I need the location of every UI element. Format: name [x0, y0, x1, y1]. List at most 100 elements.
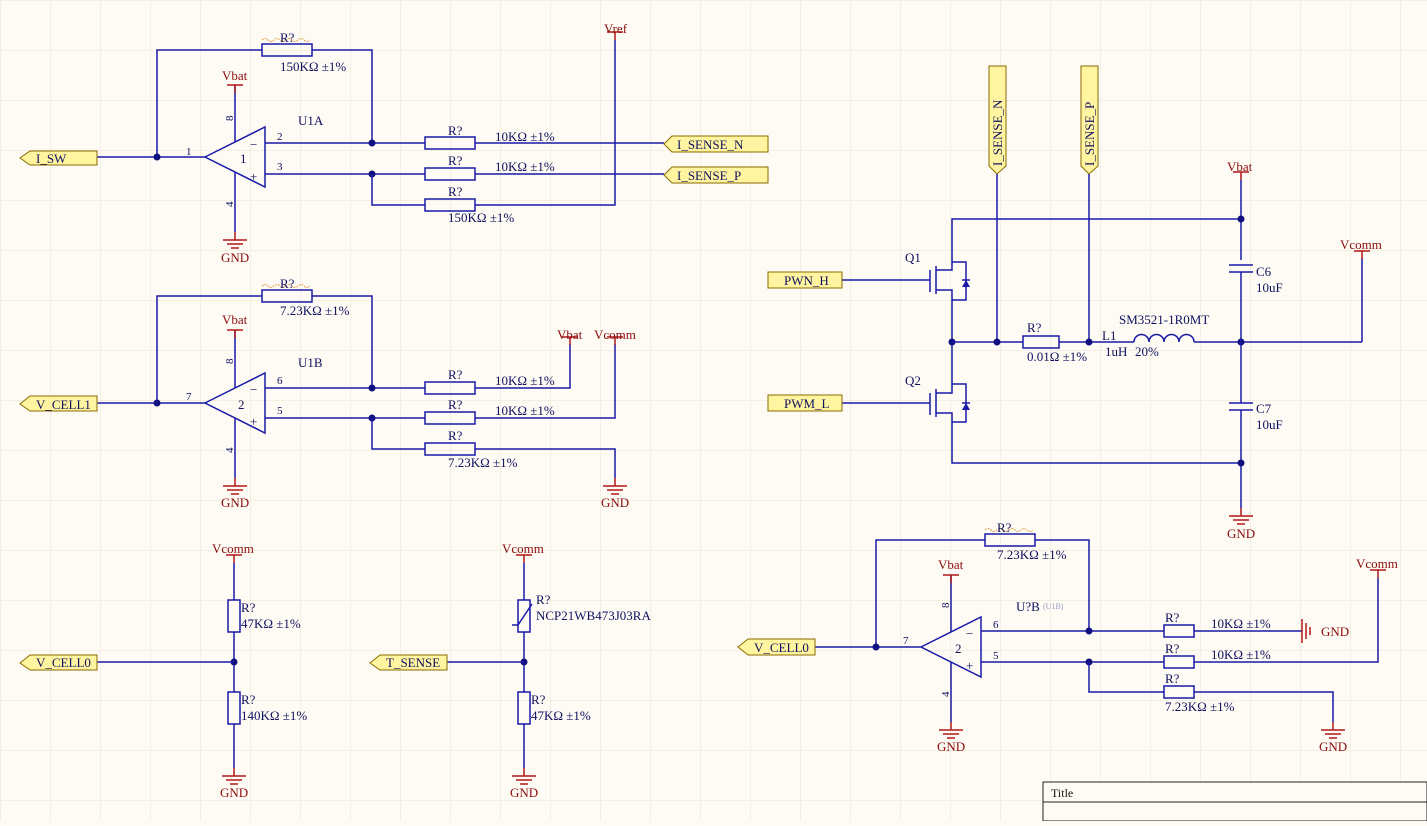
resistor-rref-u1b-designator: R? — [448, 428, 463, 443]
resistor-rf-u1b[interactable] — [261, 289, 313, 303]
resistor-rf-u1b-value: 7.23KΩ ±1% — [280, 303, 350, 318]
port-t-sense[interactable]: T_SENSE — [369, 654, 448, 671]
resistor-rref-u-unknown-b-value: 7.23KΩ ±1% — [1165, 699, 1235, 714]
svg-text:−: − — [966, 626, 973, 641]
port-pwm-l[interactable]: PWM_L — [767, 394, 843, 412]
ground-symbol-side — [1301, 619, 1311, 643]
port-v-cell0-right[interactable]: V_CELL0 — [737, 638, 816, 656]
port-v-cell1-label: V_CELL1 — [36, 397, 91, 412]
inductor-l1-part: SM3521-1R0MT — [1119, 312, 1209, 327]
resistor-rf-u-unknown-b-designator: R? — [997, 520, 1012, 535]
opamp-u1a-designator: U1A — [298, 113, 324, 128]
gnd-label-side: GND — [1321, 624, 1349, 639]
capacitor-c7-value: 10uF — [1256, 417, 1283, 432]
gnd-label-u-unknown-b-ref: GND — [1319, 739, 1347, 754]
mosfet-q1[interactable] — [842, 261, 970, 301]
svg-text:+: + — [966, 658, 973, 673]
pin-inv-u-unknown-b: 6 — [993, 619, 999, 631]
port-v-cell0-left-label: V_CELL0 — [36, 655, 91, 670]
port-i-sense-n-top[interactable]: I_SENSE_N — [988, 65, 1007, 175]
resistor-rf-u1a[interactable] — [261, 43, 313, 57]
resistor-rin-n-u1b-value: 10KΩ ±1% — [495, 373, 555, 388]
vcomm-label-u-unknown-b: Vcomm — [1356, 556, 1398, 571]
mosfet-q2[interactable] — [842, 383, 970, 423]
port-v-cell1[interactable]: V_CELL1 — [19, 395, 98, 412]
gnd-label-u-unknown-b: GND — [937, 739, 965, 754]
opamp-u1a-unit: 1 — [240, 151, 247, 166]
port-i-sense-p-top-label: I_SENSE_P — [1082, 102, 1097, 166]
resistor-tsense-bottom-designator: R? — [531, 692, 546, 707]
svg-text:−: − — [250, 137, 257, 152]
pin-out-u1a: 1 — [186, 146, 192, 158]
port-v-cell0-right-label: V_CELL0 — [754, 640, 809, 655]
resistor-rf-u1b-designator: R? — [280, 276, 295, 291]
port-i-sense-p-left[interactable]: I_SENSE_P — [663, 166, 769, 184]
resistor-rf-u-unknown-b[interactable] — [984, 533, 1036, 547]
u1b-circuit: R? 7.23KΩ ±1% 2 − + U1B Vbat 8 4 GND 7 V… — [19, 276, 636, 510]
vcomm-label-divider: Vcomm — [212, 541, 254, 556]
resistor-rin-p-u1b-designator: R? — [448, 397, 463, 412]
resistor-shunt-designator: R? — [1027, 320, 1042, 335]
mosfet-q2-designator: Q2 — [905, 373, 921, 388]
resistor-divider-bottom-value: 140KΩ ±1% — [241, 708, 307, 723]
pin-noninv-u1b: 5 — [277, 405, 283, 417]
opamp-u1b-designator: U1B — [298, 355, 323, 370]
resistor-rref-u1a-designator: R? — [448, 184, 463, 199]
vcomm-label-tsense: Vcomm — [502, 541, 544, 556]
pin-noninv-u1a: 3 — [277, 161, 283, 173]
u1a-circuit: R? 150KΩ ±1% 1 − + U1A Vbat 8 4 GND 1 I_… — [19, 21, 769, 265]
resistor-rin-p-u1a-value: 10KΩ ±1% — [495, 159, 555, 174]
pin-out-u-unknown-b: 7 — [903, 635, 909, 647]
mosfet-q1-designator: Q1 — [905, 250, 921, 265]
port-pwm-h[interactable]: PWN_H — [767, 271, 843, 289]
opamp-u1b-unit: 2 — [238, 397, 245, 412]
resistor-rf-u1a-designator: R? — [280, 30, 295, 45]
ntc-designator: R? — [536, 592, 551, 607]
port-pwm-l-label: PWM_L — [784, 396, 830, 411]
gnd-label-power: GND — [1227, 526, 1255, 541]
capacitor-c6-value: 10uF — [1256, 280, 1283, 295]
resistor-rf-u1a-value: 150KΩ ±1% — [280, 59, 346, 74]
port-i-sense-p-top[interactable]: I_SENSE_P — [1080, 65, 1099, 175]
resistor-rref-u1a-value: 150KΩ ±1% — [448, 210, 514, 225]
resistor-rin-p-u-unknown-b-designator: R? — [1165, 641, 1180, 656]
svg-text:+: + — [250, 169, 257, 184]
u-unknown-b-circuit: R? 7.23KΩ ±1% 2 − + U?B (U1B) Vbat 8 4 G… — [737, 520, 1398, 754]
vbat-label-power: Vbat — [1227, 159, 1253, 174]
resistor-divider-bottom-designator: R? — [241, 692, 256, 707]
title-block: Title — [1042, 781, 1427, 822]
port-i-sw[interactable]: I_SW — [19, 150, 98, 166]
vbat-label-u1b-ref: Vbat — [557, 327, 583, 342]
svg-text:−: − — [250, 382, 257, 397]
power-stage: I_SENSE_N I_SENSE_P Vbat Q1 PWN_H — [767, 65, 1382, 541]
port-v-cell0-left[interactable]: V_CELL0 — [19, 654, 98, 671]
port-i-sense-p-left-label: I_SENSE_P — [677, 168, 741, 183]
resistor-tsense-bottom-value: 47KΩ ±1% — [531, 708, 591, 723]
vcell0-divider: Vcomm R? 47KΩ ±1% V_CELL0 R? 140KΩ ±1% G… — [19, 541, 307, 800]
port-i-sense-n-left[interactable]: I_SENSE_N — [663, 135, 769, 153]
capacitor-c6-designator: C6 — [1256, 264, 1272, 279]
inductor-l1-value: 1uH — [1105, 344, 1127, 359]
vbat-label-u-unknown-b: Vbat — [938, 557, 964, 572]
capacitor-c7-designator: C7 — [1256, 401, 1272, 416]
pin-inv-u1b: 6 — [277, 375, 283, 387]
pin-vplus-u-unknown-b: 8 — [940, 602, 952, 608]
resistor-rin-p-u-unknown-b-value: 10KΩ ±1% — [1211, 647, 1271, 662]
resistor-rref-u-unknown-b-designator: R? — [1165, 671, 1180, 686]
inductor-l1[interactable] — [1133, 333, 1195, 343]
inductor-l1-tolerance: 20% — [1135, 344, 1159, 359]
pin-inv-u1a: 2 — [277, 131, 283, 143]
gnd-label-u1a: GND — [221, 250, 249, 265]
resistor-divider-top-value: 47KΩ ±1% — [241, 616, 301, 631]
pin-vplus-u1b: 8 — [224, 358, 236, 364]
vbat-label-u1b: Vbat — [222, 312, 248, 327]
resistor-rin-p-u1b-value: 10KΩ ±1% — [495, 403, 555, 418]
gnd-label-tsense: GND — [510, 785, 538, 800]
opamp-u-unknown-b-unit: 2 — [955, 641, 962, 656]
vref-label: Vref — [604, 21, 628, 36]
resistor-shunt-value: 0.01Ω ±1% — [1027, 349, 1087, 364]
port-i-sense-n-top-label: I_SENSE_N — [990, 99, 1005, 166]
resistor-rin-n-u1b-designator: R? — [448, 367, 463, 382]
